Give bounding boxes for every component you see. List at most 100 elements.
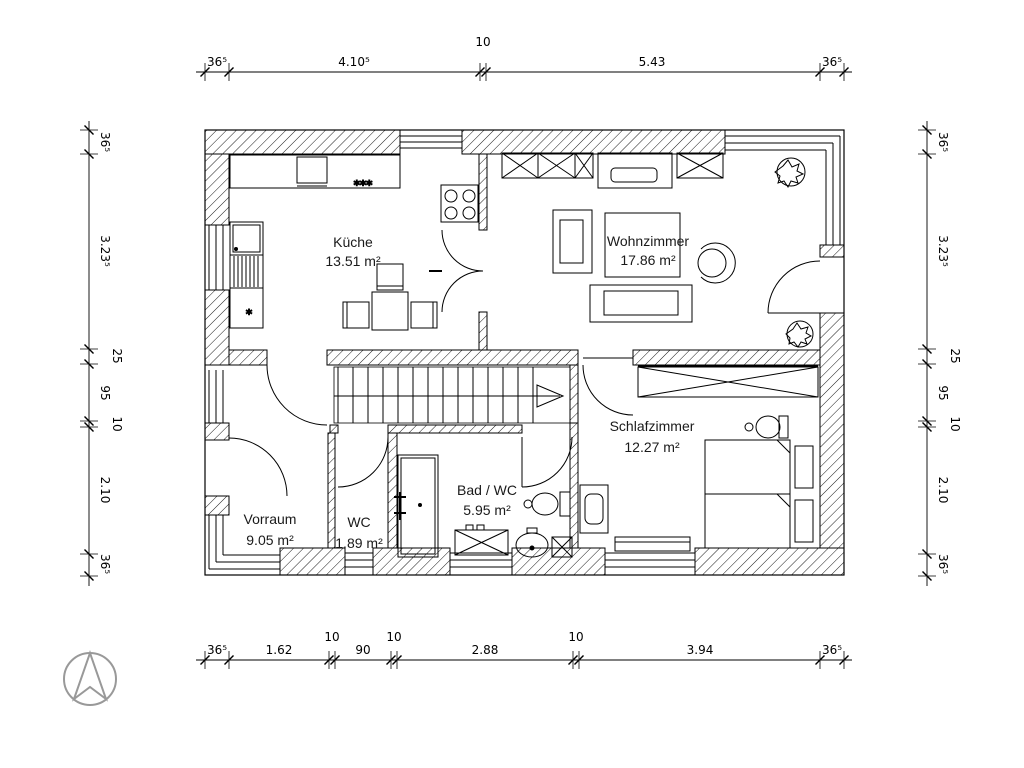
window-hall-left (208, 370, 224, 423)
living-room-furniture (501, 152, 814, 348)
doors (228, 229, 821, 497)
plant-icon (774, 157, 806, 188)
living-table (604, 212, 681, 278)
staircase (333, 366, 571, 424)
dim-label: 10 (386, 630, 401, 644)
dim-label: 10 (110, 416, 124, 431)
dim-label: 2.10 (936, 477, 950, 504)
dimension-left: 36⁵ 3.23⁵ 25 95 10 2.10 36⁵ (79, 121, 124, 586)
wall-left-pier2 (204, 495, 230, 516)
sofa-icon (589, 284, 693, 323)
bed-1 (704, 439, 791, 495)
dimension-right: 36⁵ 3.23⁵ 25 95 10 2.10 36⁵ (917, 121, 962, 586)
chair-left-icon (342, 301, 370, 329)
room-labels: Küche 13.51 m² Wohnzimmer 17.86 m² Schla… (244, 233, 695, 551)
vanity-cabinet (454, 524, 509, 556)
bedroom-seat-icon (744, 415, 789, 439)
wall-wc-left (327, 432, 336, 549)
dim-label: 36⁵ (207, 643, 227, 657)
dim-label: 90 (355, 643, 370, 657)
dim-label: 10 (568, 630, 583, 644)
kitchen-cabinet: * (229, 287, 264, 329)
room-label-vorraum: Vorraum 9.05 m² (244, 511, 297, 548)
dim-label: 10 (948, 416, 962, 431)
room-label-wohnzimmer: Wohnzimmer 17.86 m² (607, 233, 690, 268)
room-name: Küche (333, 234, 373, 250)
dim-label: 5.43 (639, 55, 666, 69)
dim-label: 95 (936, 385, 950, 400)
room-area: 12.27 m² (624, 439, 680, 455)
sideboard-tv (597, 152, 673, 189)
room-area: 17.86 m² (620, 252, 676, 268)
door-terrace (767, 260, 821, 314)
kitchen-counter (229, 154, 401, 189)
pillow-2 (794, 499, 814, 543)
room-label-wc: WC 1.89 m² (335, 514, 383, 551)
stair-direction-arrow-icon (536, 384, 565, 408)
outer-wall-outline (204, 129, 845, 576)
window-corner-bottom-left (208, 515, 280, 570)
wall-stair-bottom-stub (329, 424, 339, 434)
washing-box-icon (551, 536, 573, 558)
north-arrow-icon (63, 649, 117, 706)
wall-mid-a (228, 349, 268, 366)
chair-right-icon (410, 301, 438, 329)
wall-mid-c (632, 349, 821, 366)
wall-partition-lower (478, 311, 488, 351)
wall-bottom-4 (694, 547, 845, 576)
dim-label: 3.94 (687, 643, 714, 657)
dim-label: 36⁵ (936, 554, 950, 574)
wall-top-left (204, 129, 401, 155)
dim-label: 36⁵ (98, 554, 112, 574)
dim-label: 1.62 (266, 643, 293, 657)
dim-label: 2.10 (98, 477, 112, 504)
dim-label: 10 (475, 35, 490, 49)
wall-bottom-3 (511, 547, 606, 576)
walls (204, 129, 845, 576)
window-bedroom-bottom (605, 552, 695, 568)
room-name: Vorraum (244, 511, 297, 527)
window-wc-bottom (345, 552, 373, 568)
room-label-bad: Bad / WC 5.95 m² (457, 482, 517, 518)
door-living-bedroom (582, 357, 634, 416)
dining-table (371, 291, 409, 331)
freezer-stars-mark: *** (354, 178, 374, 192)
room-area: 1.89 m² (335, 535, 383, 551)
bedroom-wardrobe (637, 364, 819, 398)
dimension-top: 36⁵ 4.10⁵ 10 5.43 36⁵ (196, 35, 852, 82)
dim-label: 36⁵ (822, 643, 842, 657)
dim-label: 3.23⁵ (936, 235, 950, 267)
wall-left-mid (204, 289, 230, 366)
wall-bath-right (569, 422, 579, 549)
wall-bottom-1 (279, 547, 346, 576)
windows (208, 135, 841, 570)
door-wc (337, 436, 389, 488)
toilet-icon (523, 491, 571, 517)
dim-label: 36⁵ (822, 55, 842, 69)
wall-wc-right (387, 432, 398, 549)
room-area: 5.95 m² (463, 502, 511, 518)
wardrobe-shelf-left (501, 152, 594, 179)
wall-right-pier (819, 244, 845, 258)
wall-left-upper (204, 153, 230, 226)
door-entrance-arc (228, 437, 288, 497)
dim-label: 3.23⁵ (98, 235, 112, 267)
window-kitchen-left (208, 225, 224, 290)
dim-label: 4.10⁵ (338, 55, 370, 69)
wall-stair-bottom (387, 424, 523, 434)
dim-label: 10 (324, 630, 339, 644)
dim-label: 36⁵ (207, 55, 227, 69)
dim-label: 25 (110, 348, 124, 363)
washbasin-icon (515, 527, 549, 558)
wall-right-lower (819, 312, 845, 549)
bed-2 (704, 493, 791, 549)
wall-left-pier1 (204, 422, 230, 441)
pillow-1 (794, 445, 814, 489)
bathroom-fixtures (394, 454, 573, 558)
double-bed (704, 439, 814, 549)
kitchen-furniture: *** * (229, 154, 479, 331)
swivel-chair-icon (697, 242, 736, 284)
chair-top-icon (376, 263, 404, 291)
